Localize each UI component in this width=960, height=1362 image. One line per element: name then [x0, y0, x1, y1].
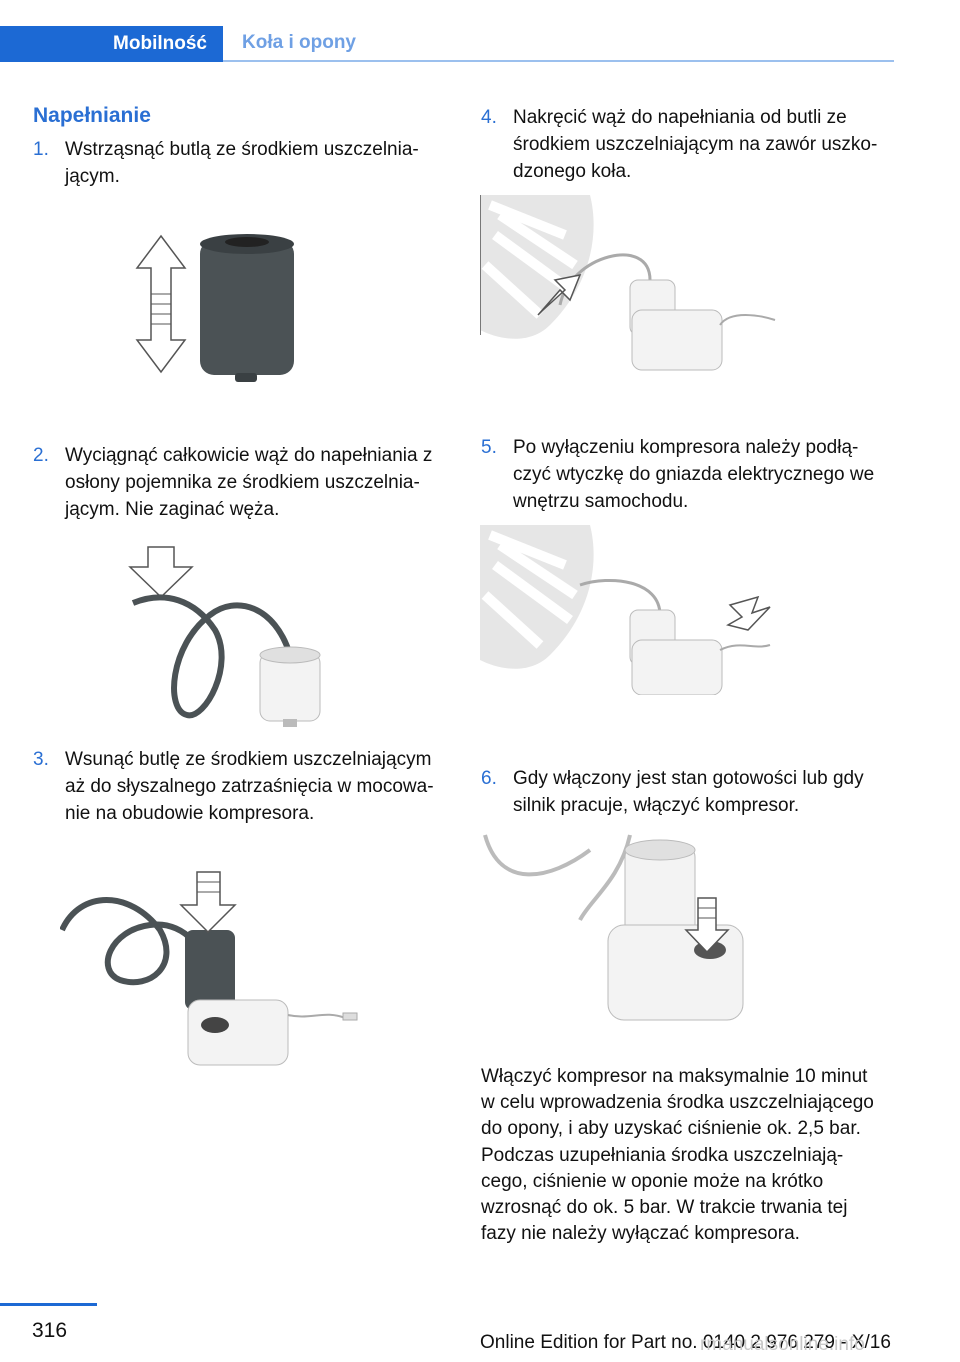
step-line: Wyciągnąć całkowicie wąż do napełniania … — [65, 445, 433, 466]
step-number: 5. — [481, 437, 497, 458]
tab-kola-i-opony[interactable]: Koła i opony — [223, 26, 894, 62]
step-number: 4. — [481, 107, 497, 128]
step-line: środkiem uszczelniającym na zawór uszko‐ — [513, 134, 878, 155]
pull-hose-illustration — [128, 546, 321, 727]
footer-rule — [0, 1303, 97, 1306]
step-1: 1. Wstrząsnąć butlą ze środkiem uszczeln… — [33, 136, 453, 196]
step-line: wnętrzu samochodu. — [513, 491, 689, 512]
paragraph-line: cego, ciśnienie w oponie może na krótko — [481, 1171, 824, 1192]
switch-on-compressor-illustration — [483, 834, 744, 1021]
step-line: Wsunąć butlę ze środkiem uszczelniającym — [65, 749, 432, 770]
insert-bottle-illustration — [60, 871, 358, 1066]
shake-bottle-illustration — [135, 234, 294, 382]
paragraph-line: w celu wprowadzenia środka uszczelniając… — [481, 1092, 874, 1113]
paragraph-line: wzrosnąć do ok. 5 bar. W trakcie trwania… — [481, 1197, 848, 1218]
section-title: Napełnianie — [33, 104, 151, 127]
step-line: osłony pojemnika ze środkiem uszczelnia‐ — [65, 472, 420, 493]
paragraph-line: do opony, i aby uzyskać ciśnienie ok. 2,… — [481, 1118, 861, 1139]
step-text: Wyciągnąć całkowicie wąż do napełniania … — [65, 442, 432, 523]
step-line: silnik pracuje, włączyć kompresor. — [513, 795, 800, 816]
step-3: 3. Wsunąć butlę ze środkiem uszczelniają… — [33, 746, 453, 831]
watermark: rmanualsonline.info — [700, 1334, 865, 1355]
step-4: 4. Nakręcić wąż do napełniania od butli … — [481, 104, 901, 189]
step-line: jącym. — [65, 166, 120, 187]
step-line: nie na obudowie kompresora. — [65, 803, 315, 824]
step-line: dzonego koła. — [513, 161, 632, 182]
paragraph-pressure-note: Podczas uzupełniania środka uszczelniają… — [481, 1143, 901, 1247]
step-line: jącym. Nie zaginać węża. — [65, 499, 280, 520]
paragraph-compressor-time: Włączyć kompresor na maksymalnie 10 minu… — [481, 1064, 901, 1142]
tab-mobilnosc[interactable]: Mobilność — [0, 26, 223, 62]
paragraph-line: Podczas uzupełniania środka uszczelniają… — [481, 1145, 844, 1166]
step-text: Nakręcić wąż do napełniania od butli ze … — [513, 104, 877, 185]
step-5: 5. Po wyłączeniu kompresora należy podłą… — [481, 434, 901, 519]
step-line: Wstrząsnąć butlą ze środkiem uszczelnia‐ — [65, 139, 419, 160]
paragraph-line: fazy nie należy wyłączać kompresora. — [481, 1223, 800, 1244]
step-text: Wsunąć butlę ze środkiem uszczelniającym… — [65, 746, 434, 827]
step-line: czyć wtyczkę do gniazda elektrycznego we — [513, 464, 875, 485]
step-number: 6. — [481, 768, 497, 789]
step-line: Gdy włączony jest stan gotowości lub gdy — [513, 768, 864, 789]
step-line: Po wyłączeniu kompresora należy podłą‐ — [513, 437, 859, 458]
plug-in-illustration — [480, 525, 771, 695]
step-text: Po wyłączeniu kompresora należy podłą‐ c… — [513, 434, 874, 515]
page-number: 316 — [32, 1319, 68, 1342]
step-text: Wstrząsnąć butlą ze środkiem uszczelnia‐… — [65, 136, 419, 190]
step-line: Nakręcić wąż do napełniania od butli ze — [513, 107, 847, 128]
attach-hose-illustration — [480, 195, 776, 371]
step-number: 2. — [33, 445, 49, 466]
step-number: 3. — [33, 749, 49, 770]
step-2: 2. Wyciągnąć całkowicie wąż do napełnian… — [33, 442, 453, 527]
step-number: 1. — [33, 139, 49, 160]
step-text: Gdy włączony jest stan gotowości lub gdy… — [513, 765, 864, 819]
step-6: 6. Gdy włączony jest stan gotowości lub … — [481, 765, 901, 825]
edition-note: Online Edition for Part no. 0140 2 976 2… — [480, 1332, 891, 1353]
step-line: aż do słyszalnego zatrzaśnięcia w mocowa… — [65, 776, 434, 797]
paragraph-line: Włączyć kompresor na maksymalnie 10 minu… — [481, 1066, 868, 1087]
